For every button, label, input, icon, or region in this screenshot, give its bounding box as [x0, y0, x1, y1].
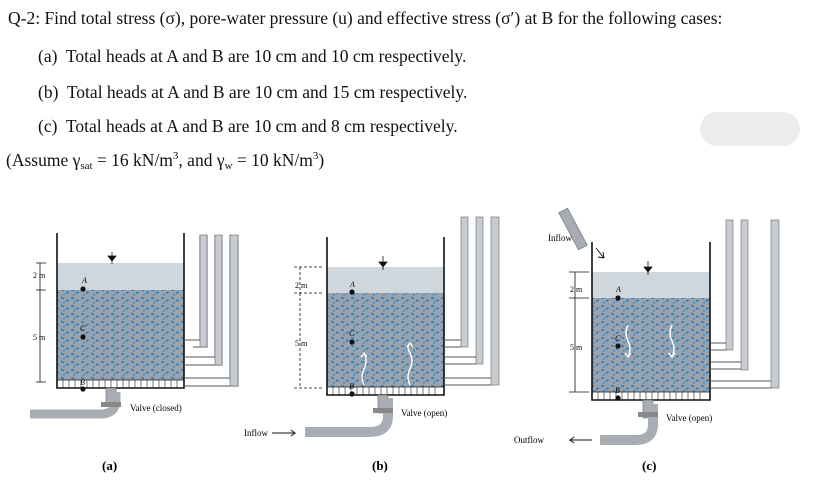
- assumption-line: (Assume γsat = 16 kN/m3, and γw = 10 kN/…: [6, 150, 324, 172]
- fig-b-point-c-label: C: [349, 329, 355, 338]
- fig-c-water: [592, 272, 710, 298]
- fig-a-valve-label: Valve (closed): [130, 403, 182, 413]
- fig-c-point-c-label: C: [615, 334, 621, 343]
- fig-a-valve: [101, 402, 121, 407]
- fig-a-tank-wall: [56, 233, 185, 389]
- fig-c-point-a-label: A: [615, 285, 621, 294]
- fig-b-water-level-icon: [378, 256, 388, 270]
- cube-superscript-1: 3: [172, 150, 179, 162]
- fig-c-standpipe-1: [725, 219, 734, 351]
- fig-a-standpipe-2: [214, 234, 223, 366]
- assume-mid: = 16 kN/m: [92, 150, 173, 170]
- fig-b-point-b-label: B: [349, 382, 354, 391]
- case-b-label: (b): [38, 82, 59, 102]
- fig-c-dim-soil: 5 m: [570, 343, 583, 352]
- fig-c-point-b-label: B: [615, 386, 620, 395]
- fig-a-water-level-icon: [107, 252, 117, 264]
- fig-a-caption: (a): [102, 458, 117, 473]
- fig-c-water-level-icon: [643, 261, 653, 275]
- fig-b-screen: [326, 386, 445, 396]
- assume-open: (Assume γ: [6, 150, 81, 170]
- figure-b: Valve (open) Inflow A C B 2 m 5 m (b): [244, 216, 500, 473]
- fig-a-standpipe-1: [199, 234, 208, 348]
- fig-b-inflow-arrow: [272, 429, 297, 437]
- case-c-label: (c): [38, 116, 58, 136]
- cube-superscript-2: 3: [312, 150, 319, 162]
- fig-b-dim-top: 2 m: [295, 281, 308, 290]
- fig-a-dim-top: 2 m: [33, 271, 46, 280]
- assume-and: , and γ: [178, 150, 225, 170]
- fig-c-inflow-label: Inflow: [548, 233, 572, 243]
- question-label: Q-2:: [8, 8, 41, 28]
- assume-end: = 10 kN/m: [232, 150, 313, 170]
- fig-c-standpipe-3: [770, 219, 780, 389]
- fig-c-valve: [638, 412, 658, 417]
- case-a-text: Total heads at A and B are 10 cm and 10 …: [65, 46, 467, 66]
- fig-c-valve-label: Valve (open): [666, 413, 712, 423]
- fig-c-inflow-arrow: [595, 247, 605, 259]
- fig-a-point-a-label: A: [81, 276, 87, 285]
- fig-c-flow-arrow-2: [668, 324, 676, 359]
- fig-c-outflow-arrow: [568, 436, 592, 444]
- case-b-text: Total heads at A and B are 10 cm and 15 …: [66, 82, 468, 102]
- fig-a-dimension-lines: [36, 262, 46, 383]
- fig-b-point-a-label: A: [349, 280, 355, 289]
- fig-b-valve-label: Valve (open): [401, 408, 447, 418]
- fig-a-bottom-pipe: [30, 392, 121, 419]
- fig-c-standpipe-2: [740, 219, 749, 371]
- fig-b-dimension-lines: [294, 266, 324, 389]
- fig-a-point-a-dot: [80, 286, 86, 292]
- fig-c-dimension-lines: [569, 271, 589, 393]
- fig-a-dim-soil: 5 m: [33, 333, 46, 342]
- case-c: (c) Total heads at A and B are 10 cm and…: [38, 116, 458, 137]
- case-a-label: (a): [38, 46, 58, 66]
- case-a: (a) Total heads at A and B are 10 cm and…: [38, 46, 466, 67]
- assume-close: ): [318, 150, 325, 170]
- fig-a-point-c-dot: [80, 334, 86, 340]
- fig-b-soil: [327, 293, 444, 394]
- fig-b-standpipe-2: [475, 216, 484, 365]
- fig-c-caption: (c): [642, 458, 656, 473]
- fig-a-standpipe-3: [229, 234, 239, 387]
- fig-b-flow-arrow-2: [406, 342, 414, 386]
- figure-a: Valve (closed) A C B 2 m 5 m (a): [30, 233, 239, 473]
- fig-c-inflow-pipe: [558, 207, 588, 251]
- fig-a-point-b-dot: [80, 386, 86, 392]
- fig-a-water: [57, 263, 184, 290]
- fig-c-flow-arrow-1: [624, 324, 632, 359]
- fig-b-standpipe-1: [460, 216, 469, 348]
- fig-b-standpipe-3: [490, 216, 500, 386]
- gamma-sat-subscript: sat: [80, 160, 93, 172]
- question-text: Find total stress (σ), pore-water pressu…: [44, 8, 723, 28]
- gray-smudge: [700, 112, 800, 146]
- fig-b-point-b-dot: [349, 391, 355, 397]
- fig-c-outflow-label: Outflow: [514, 435, 544, 445]
- fig-b-caption: (b): [372, 458, 388, 473]
- fig-b-valve: [373, 408, 393, 413]
- fig-c-point-a-dot: [615, 295, 621, 301]
- fig-a-point-b-label: B: [80, 378, 85, 387]
- fig-b-point-c-dot: [349, 339, 355, 345]
- fig-c-bottom-pipe: [600, 404, 658, 445]
- figure-c: Inflow Valve (open) Outflow A C B 2 m 5 …: [514, 207, 780, 473]
- fig-b-inflow-label: Inflow: [244, 428, 268, 438]
- fig-c-point-b-dot: [615, 395, 621, 401]
- case-b: (b) Total heads at A and B are 10 cm and…: [38, 82, 467, 103]
- fig-b-dim-soil: 5 m: [295, 339, 308, 348]
- fig-b-bottom-pipe: [305, 398, 393, 437]
- case-c-text: Total heads at A and B are 10 cm and 8 c…: [65, 116, 458, 136]
- fig-b-water: [327, 267, 444, 293]
- fig-b-flow-arrow-1: [360, 351, 368, 386]
- fig-b-point-a-dot: [349, 289, 355, 295]
- fig-a-soil: [57, 290, 184, 388]
- fig-c-soil: [592, 298, 710, 399]
- gamma-w-subscript: w: [224, 160, 233, 172]
- fig-c-point-c-dot: [615, 343, 621, 349]
- fig-a-point-c-label: C: [80, 324, 86, 333]
- question-line: Q-2: Find total stress (σ), pore-water p…: [8, 8, 722, 29]
- fig-c-dim-top: 2 m: [570, 285, 583, 294]
